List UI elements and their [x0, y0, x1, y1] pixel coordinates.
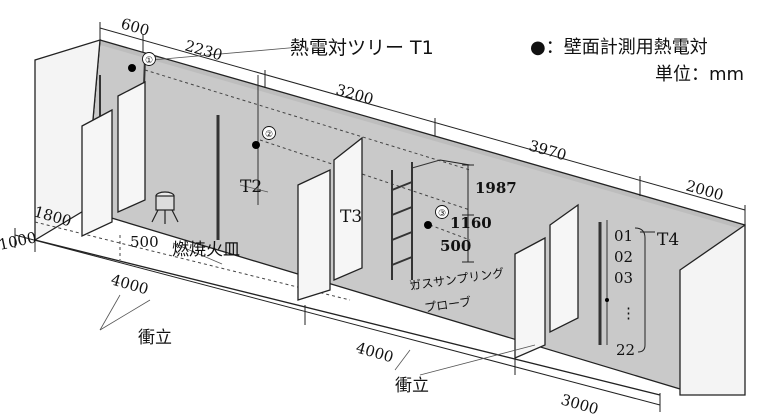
label-t4: T4 [657, 230, 679, 250]
marker-2-number: ② [265, 130, 273, 140]
marker-1-number: ① [145, 56, 153, 66]
back-wall [85, 40, 745, 395]
bottom-dimension-lines [14, 228, 661, 412]
back-wall-upper [100, 40, 745, 230]
t4-sensor-22: 22 [616, 341, 635, 359]
label-screen-right: 衝立 [395, 376, 429, 396]
dim-4000-left: 4000 [109, 271, 151, 299]
screen-right-1 [514, 236, 546, 359]
marker-3-number: ③ [438, 209, 446, 219]
label-probe-line2: プローブ [423, 294, 472, 315]
top-dimension-lines [99, 22, 746, 228]
legend-wall-marker: ●：壁面計測用熱電対 [530, 37, 708, 58]
t4-bracket [634, 227, 646, 353]
dim-4000-right: 4000 [354, 339, 396, 367]
dim-1160: 1160 [450, 214, 492, 232]
wall-marker-1 [128, 64, 136, 72]
screen-left-1 [81, 108, 113, 238]
t4-sensor-dots: ⋮ [621, 304, 636, 322]
right-end-wall [679, 223, 746, 396]
dim-600: 600 [119, 15, 151, 40]
label-screen-left: 衝立 [138, 328, 172, 348]
screen-center-1 [297, 168, 331, 301]
legend-tree-label: 熱電対ツリー T1 [290, 37, 434, 59]
dim-2000: 2000 [684, 177, 726, 205]
label-t3: T3 [340, 207, 362, 227]
dim-1987: 1987 [475, 179, 517, 197]
dim-3970: 3970 [527, 137, 569, 165]
dim-2230: 2230 [183, 37, 225, 65]
t3-dimension [439, 159, 474, 263]
label-t2: T2 [240, 177, 262, 197]
t4-sensor-01: 01 [614, 227, 633, 245]
marker-numbers [142, 52, 449, 219]
t4-sensor-03: 03 [614, 269, 633, 287]
dim-500-probe: 500 [440, 237, 471, 255]
wall-marker-3 [424, 221, 432, 229]
legend-unit: 単位：mm [655, 64, 744, 85]
wall-markers [128, 64, 609, 302]
dim-3000: 3000 [559, 391, 601, 419]
dim-500-burner: 500 [130, 233, 159, 251]
screen-left-2 [117, 80, 146, 214]
dim-3200: 3200 [334, 81, 376, 109]
t4-sensor-02: 02 [614, 248, 633, 266]
wall-marker-2 [252, 141, 260, 149]
thermocouple-tree-t3 [391, 159, 441, 280]
screen-right-2 [549, 203, 579, 334]
burner-pan [151, 191, 179, 224]
t4-dot [605, 298, 609, 302]
screen-center-2 [333, 136, 363, 281]
leader-lines [99, 46, 536, 376]
dim-1000: 1000 [0, 228, 38, 254]
label-burner: 燃焼火皿 [172, 240, 240, 260]
